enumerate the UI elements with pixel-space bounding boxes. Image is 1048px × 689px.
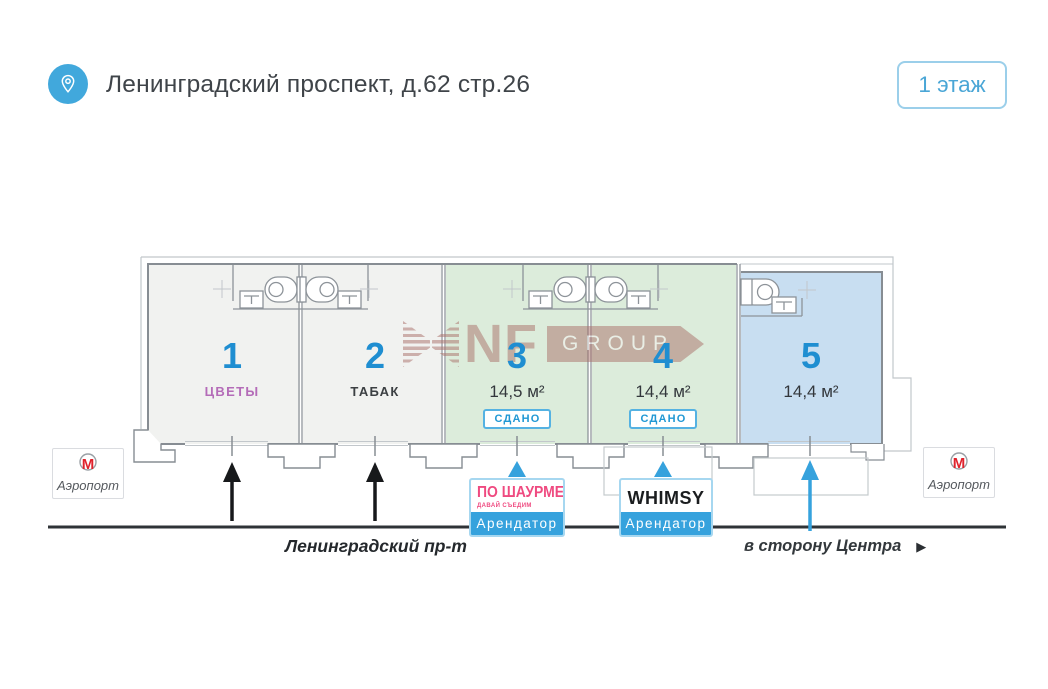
unit-2-number: 2 (364, 335, 386, 376)
entrance-arrow-unit-2 (366, 462, 384, 521)
unit-1-number: 1 (221, 335, 243, 376)
unit-4-number: 4 (652, 335, 674, 376)
entrance-marker-unit-3 (508, 461, 526, 477)
direction-label: в сторону Центра (744, 537, 902, 555)
location-pin-icon (61, 74, 75, 93)
entrance-arrow-unit-1 (223, 462, 241, 521)
unit-1[interactable]: 1 ЦВЕТЫ (157, 335, 307, 400)
unit-4-status-badge: СДАНО (629, 409, 697, 429)
unit-4-area: 14,4 м² (635, 382, 691, 401)
metro-station-label: Аэропорт (928, 477, 990, 492)
unit-3[interactable]: 3 14,5 м² СДАНО (442, 337, 592, 429)
svg-text:М: М (953, 455, 966, 471)
metro-logo-icon: М (950, 452, 968, 472)
tenant-subtitle: ДАВАЙ СЪЕДИМ (477, 503, 532, 509)
bathroom-unit-5 (740, 278, 803, 317)
nf-group-watermark: NF GROUP (403, 314, 704, 374)
tenant-role-badge: Арендатор (621, 512, 711, 535)
watermark-nf-text: NF (464, 314, 538, 374)
unit-5[interactable]: 5 14,4 м² (736, 337, 886, 402)
tenant-card-whimsy: WHIMSY Арендатор (619, 478, 713, 537)
watermark-group-banner: GROUP (546, 326, 704, 362)
metro-logo-icon: М (79, 453, 97, 473)
unit-5-number: 5 (800, 335, 822, 376)
bathroom-units-1-2 (232, 265, 369, 310)
unit-5-area: 14,4 м² (783, 382, 839, 401)
unit-1-category: ЦВЕТЫ (204, 384, 260, 399)
page-title: Ленинградский проспект, д.62 стр.26 (106, 71, 531, 98)
tenant-card-po-shaurme: ПО ШАУРМЕ ДАВАЙ СЪЕДИМ Арендатор (469, 478, 565, 537)
unit-2[interactable]: 2 ТАБАК (300, 335, 450, 400)
metro-station-label: Аэропорт (57, 478, 119, 493)
unit-3-area: 14,5 м² (489, 382, 545, 401)
tenant-name: ПО ШАУРМЕ (477, 484, 565, 501)
metro-card-left: М Аэропорт (52, 448, 124, 499)
floor-selector-button[interactable]: 1 этаж (897, 61, 1007, 109)
unit-4[interactable]: 4 14,4 м² СДАНО (588, 337, 738, 429)
svg-text:М: М (82, 456, 95, 472)
direction-to-center: в сторону Центра ▶ (744, 537, 926, 556)
tenant-name: WHIMSY (627, 488, 705, 508)
unit-2-category: ТАБАК (350, 384, 400, 399)
entrance-marker-unit-4 (654, 461, 672, 477)
metro-card-right: М Аэропорт (923, 447, 995, 498)
tenant-role-badge: Арендатор (471, 512, 563, 535)
location-pin-badge (48, 64, 88, 104)
unit-3-number: 3 (506, 335, 528, 376)
direction-arrow-icon: ▶ (916, 538, 927, 554)
street-name-label: Ленинградский пр-т (285, 536, 467, 556)
entrance-arrow-unit-5 (801, 460, 819, 531)
bathroom-units-3-4 (522, 265, 659, 310)
unit-3-status-badge: СДАНО (483, 409, 551, 429)
